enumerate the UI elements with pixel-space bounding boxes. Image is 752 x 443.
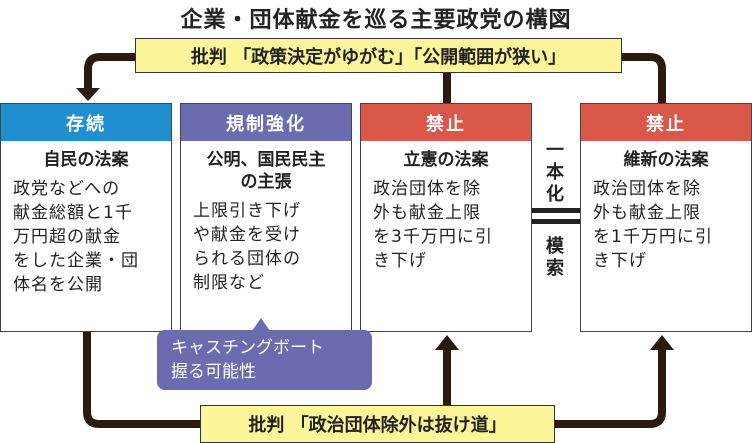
arrow-bottom-right bbox=[554, 350, 666, 428]
bubble-tail bbox=[252, 318, 270, 331]
party-box-ishin: 禁止 維新の法案 政治団体を除 外も献金上限 を1千万円に引 き下げ bbox=[580, 103, 752, 332]
box-text: 万円超の献金 bbox=[13, 227, 121, 247]
box-text: られる団体の bbox=[193, 249, 301, 269]
stance-header: 禁止 bbox=[361, 104, 531, 141]
box-text: 政治団体を除 bbox=[593, 179, 701, 199]
arrow-bottom-left bbox=[83, 332, 201, 428]
box-text: を1千万円に引 bbox=[593, 227, 713, 247]
box-text: 体名を公開 bbox=[13, 275, 103, 295]
box-text: 上限引き下げ bbox=[193, 201, 301, 221]
equals-sign bbox=[532, 208, 580, 224]
stance-header: 禁止 bbox=[581, 104, 751, 141]
arrow-top-left bbox=[84, 53, 136, 90]
bottom-criticism-label: 批判 「政治団体除外は抜け道」 bbox=[200, 405, 555, 443]
box-text: 献金総額と1千 bbox=[13, 203, 133, 223]
arrowhead-up-middle bbox=[435, 335, 459, 350]
box-title: 自民の法案 bbox=[43, 150, 129, 170]
box-text: を3千万円に引 bbox=[373, 227, 493, 247]
box-text: き下げ bbox=[593, 251, 647, 271]
party-box-ldp: 存続 自民の法案 政党などへの 献金総額と1千 万円超の献金 をした企業・団 体… bbox=[0, 103, 172, 332]
box-title: 維新の法案 bbox=[623, 150, 709, 170]
box-text: 政治団体を除 bbox=[373, 179, 481, 199]
box-text: き下げ bbox=[373, 251, 427, 271]
bubble-text: キャスチングボート bbox=[171, 338, 324, 358]
box-title: 公明、国民民主 bbox=[206, 150, 326, 170]
bubble-text: 握る可能性 bbox=[171, 362, 256, 382]
party-box-cdp: 禁止 立憲の法案 政治団体を除 外も献金上限 を3千万円に引 き下げ bbox=[360, 103, 532, 332]
box-title: の主張 bbox=[240, 172, 292, 192]
unify-label: 一 本 化 bbox=[545, 140, 565, 206]
explore-char: 索 bbox=[546, 258, 564, 279]
arrowhead-down bbox=[76, 88, 100, 101]
stance-header: 存続 bbox=[1, 104, 171, 141]
unify-char: 化 bbox=[546, 184, 564, 205]
explore-char: 模 bbox=[546, 236, 564, 257]
box-text: 外も献金上限 bbox=[373, 203, 481, 223]
explore-label: 模 索 bbox=[545, 236, 565, 280]
diagram-title: 企業・団体献金を巡る主要政党の構図 bbox=[180, 8, 572, 33]
top-criticism-label: 批判 「政策決定がゆがむ」「公開範囲が狭い」 bbox=[135, 38, 622, 73]
box-text: をした企業・団 bbox=[13, 251, 139, 271]
stance-header: 規制強化 bbox=[181, 104, 351, 141]
box-text: 政党などへの bbox=[13, 179, 121, 199]
arrow-top-right bbox=[621, 53, 666, 103]
arrowhead-up-right bbox=[650, 335, 674, 350]
box-title: 立憲の法案 bbox=[403, 150, 489, 170]
casting-vote-bubble: キャスチングボート 握る可能性 bbox=[157, 330, 372, 390]
unify-char: 本 bbox=[546, 162, 564, 183]
box-text: や献金を受け bbox=[193, 225, 301, 245]
party-box-komeito-dpfp: 規制強化 公明、国民民主 の主張 上限引き下げ や献金を受け られる団体の 制限… bbox=[180, 103, 352, 332]
box-text: 制限など bbox=[193, 273, 265, 293]
box-text: 外も献金上限 bbox=[593, 203, 701, 223]
unify-char: 一 bbox=[546, 140, 564, 161]
